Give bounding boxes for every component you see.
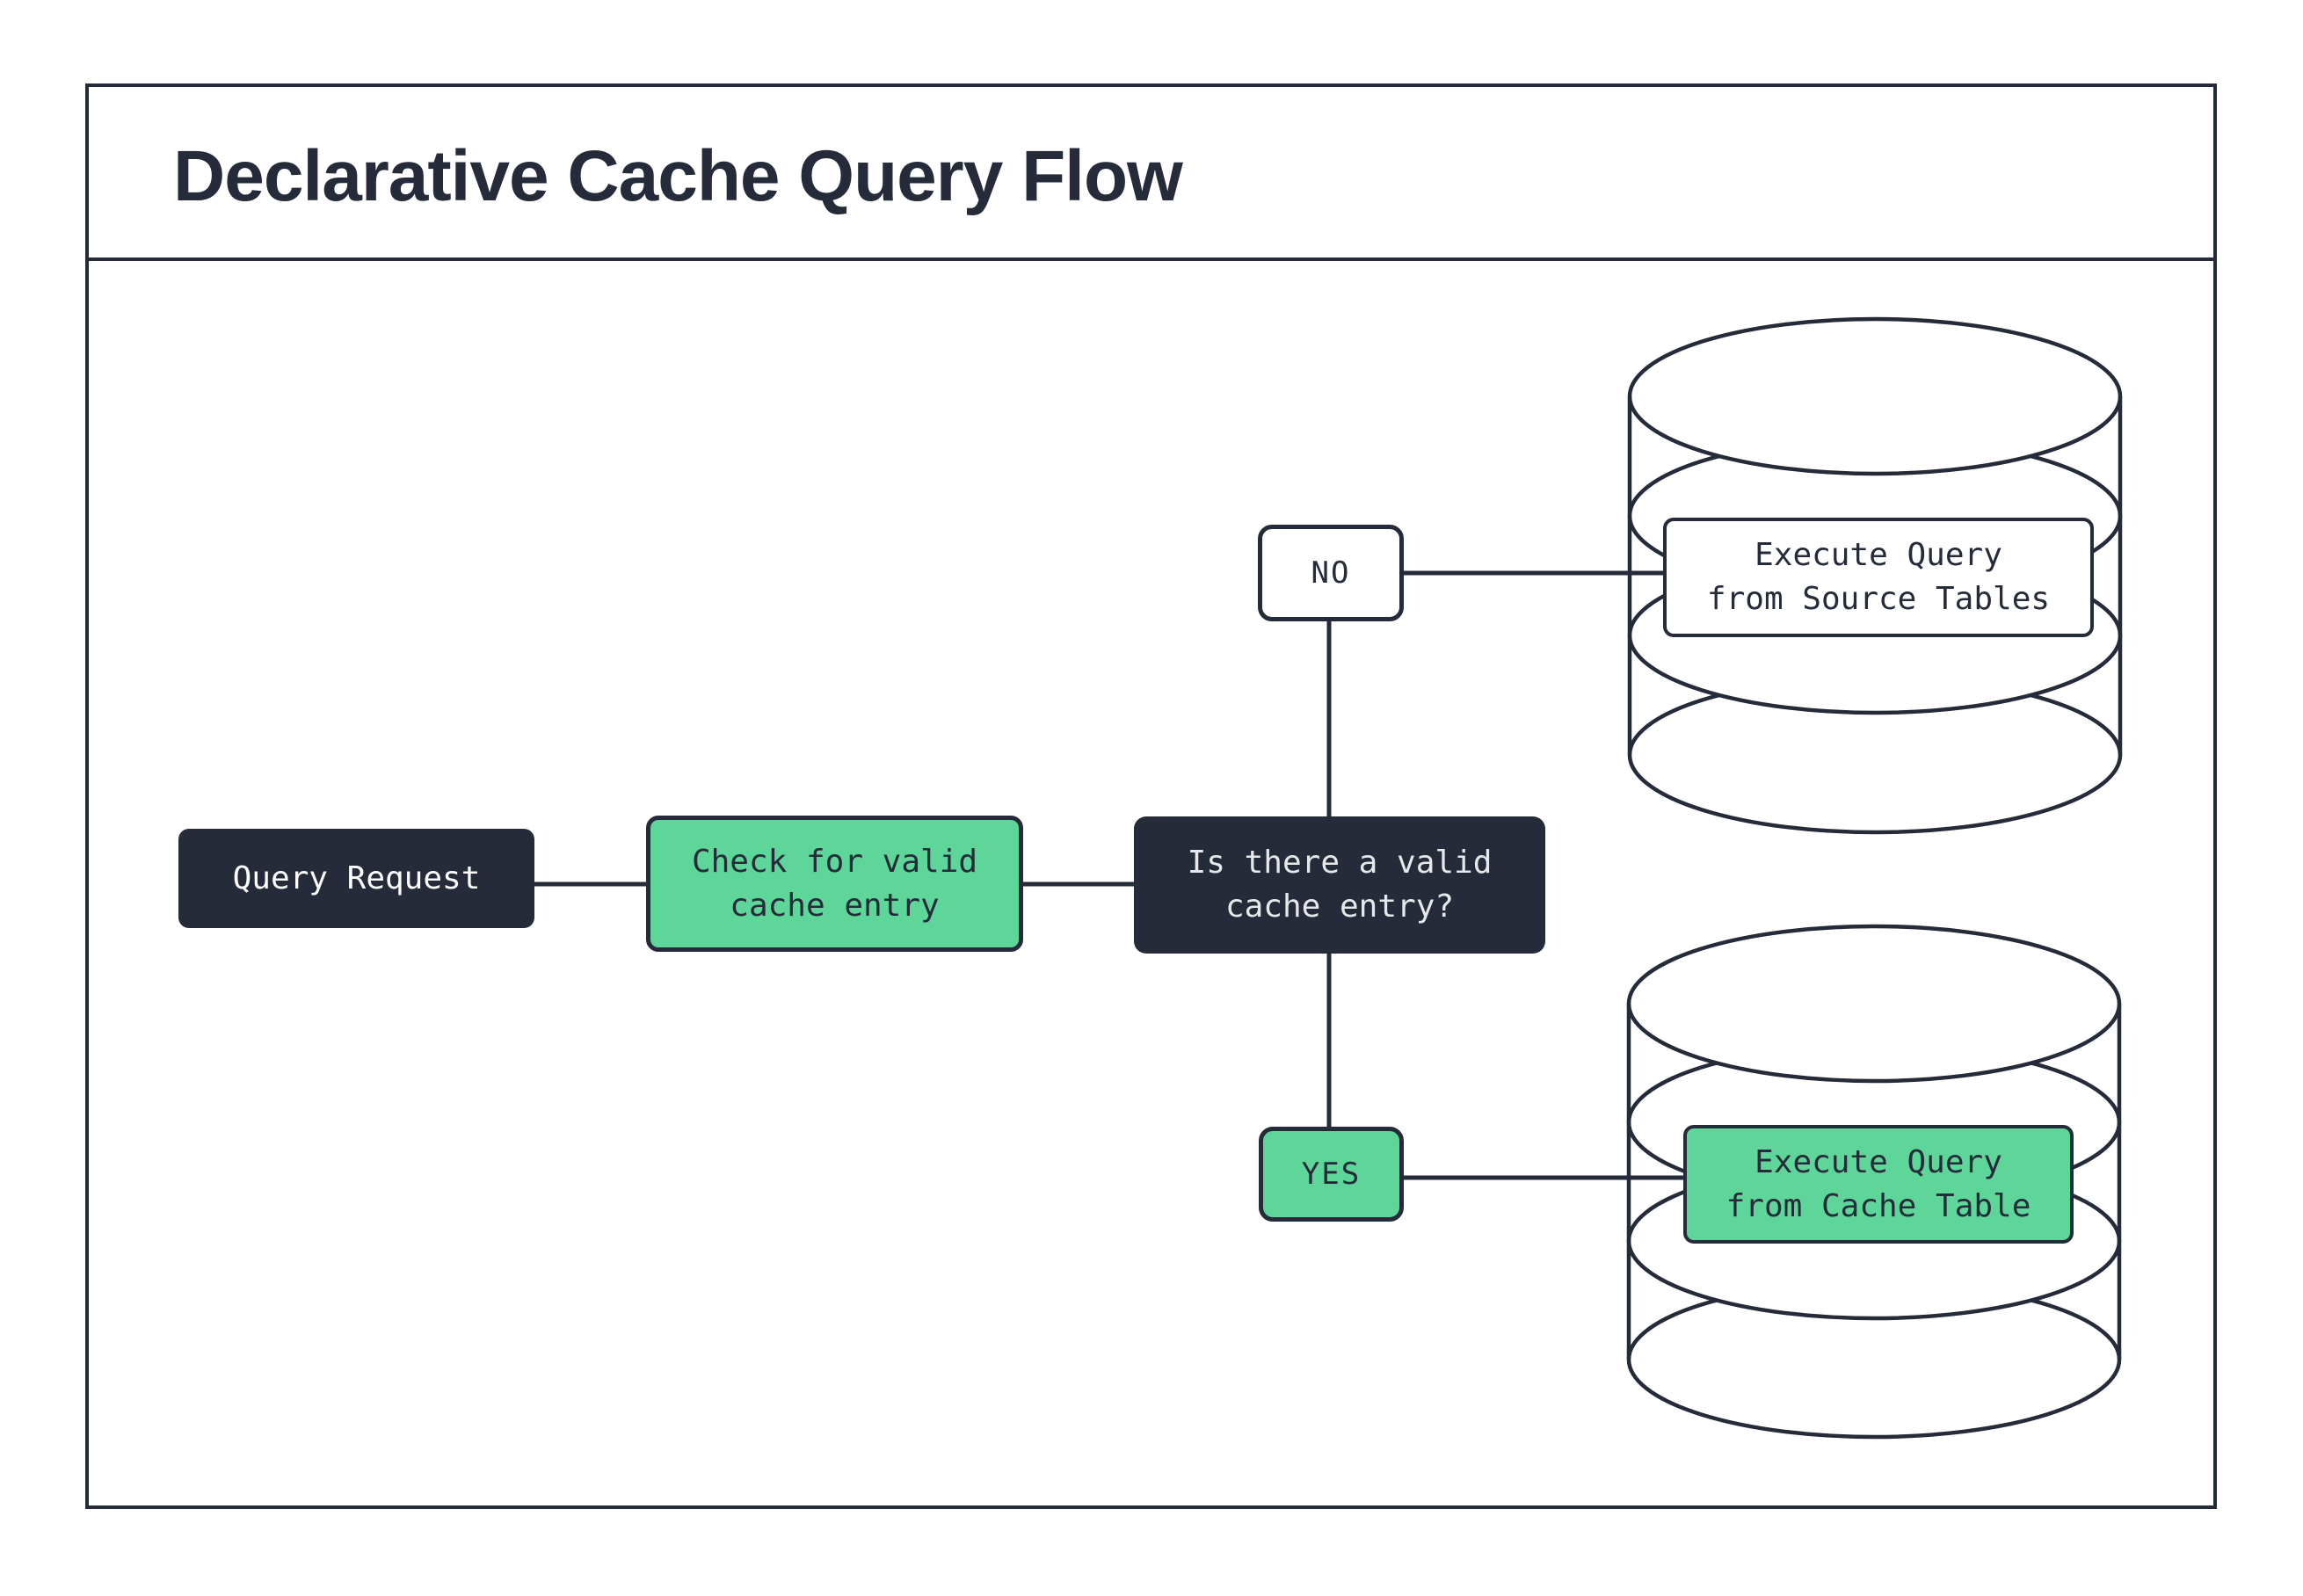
node-execute-query-source: Execute Query from Source Tables [1663, 518, 2094, 637]
connector-lines [534, 570, 1687, 1180]
node-label-line1: Execute Query [1754, 1143, 2002, 1180]
page-title: Declarative Cache Query Flow [173, 136, 1183, 216]
node-label-line1: Check for valid [691, 843, 978, 880]
node-label-line2: from Source Tables [1706, 581, 2051, 617]
node-label: NO [1311, 555, 1351, 591]
node-label: YES [1301, 1157, 1362, 1192]
node-label-line2: cache entry? [1224, 889, 1455, 925]
node-label: Query Request [232, 860, 481, 896]
title-bar: Declarative Cache Query Flow [89, 87, 2213, 261]
node-label-line1: Execute Query [1754, 537, 2002, 573]
cylinder-top [1626, 924, 2122, 1084]
branch-label-yes: YES [1259, 1127, 1404, 1222]
node-execute-query-cache: Execute Query from Cache Table [1683, 1125, 2074, 1244]
node-query-request: Query Request [178, 829, 534, 928]
node-decision-valid-cache: Is there a valid cache entry? [1134, 816, 1545, 954]
node-check-cache: Check for valid cache entry [646, 816, 1023, 952]
diagram-frame: Declarative Cache Query Flow [85, 83, 2217, 1509]
cylinder-top [1627, 316, 2123, 476]
node-label-line1: Is there a valid [1187, 845, 1493, 881]
node-label-line2: cache entry [730, 887, 940, 924]
branch-label-no: NO [1258, 525, 1404, 621]
node-label-line2: from Cache Table [1725, 1187, 2031, 1224]
